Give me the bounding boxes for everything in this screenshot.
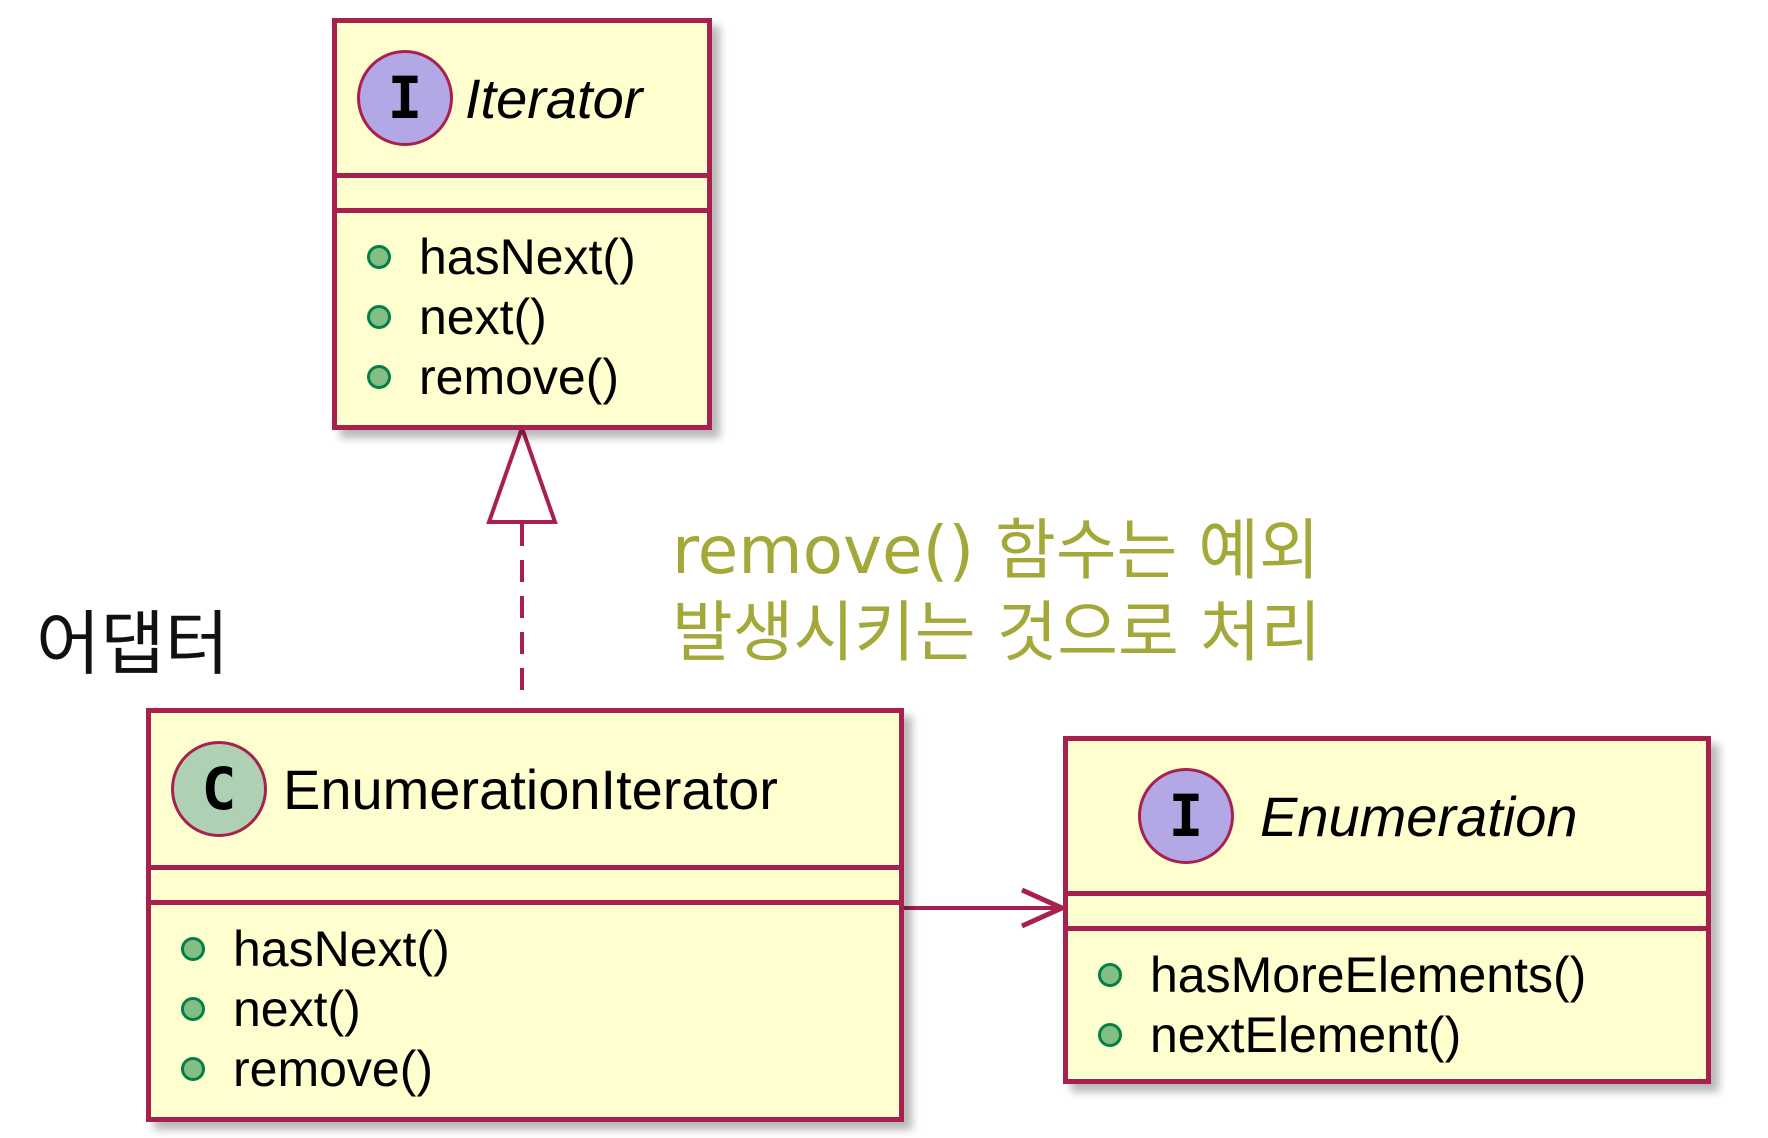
iterator-name: Iterator	[465, 66, 643, 130]
enumeration-iterator-divider-top	[151, 865, 899, 870]
enumeration-header: I Enumeration	[1068, 741, 1706, 891]
method-name: remove()	[233, 1041, 434, 1097]
enumeration-iterator-method-list: hasNext() next() remove()	[151, 905, 899, 1099]
method-name: hasNext()	[419, 229, 636, 285]
public-visibility-icon	[1098, 1023, 1122, 1047]
method-item: remove()	[367, 347, 707, 407]
class-badge-icon: C	[171, 741, 267, 837]
interface-badge-icon: I	[357, 50, 453, 146]
iterator-header: I Iterator	[337, 23, 707, 173]
enumeration-iterator-fields	[151, 870, 899, 900]
public-visibility-icon	[367, 365, 391, 389]
public-visibility-icon	[181, 937, 205, 961]
method-item: hasNext()	[367, 227, 707, 287]
method-name: nextElement()	[1150, 1007, 1462, 1063]
enumeration-iterator-divider-bottom	[151, 900, 899, 905]
public-visibility-icon	[1098, 963, 1122, 987]
iterator-interface-box[interactable]: I Iterator hasNext() next() remove()	[332, 18, 712, 430]
iterator-fields	[337, 178, 707, 208]
method-item: hasMoreElements()	[1098, 945, 1706, 1005]
method-name: hasNext()	[233, 921, 450, 977]
note-line-1: remove() 함수는 예외	[672, 512, 1320, 589]
public-visibility-icon	[367, 305, 391, 329]
enumeration-divider-top	[1068, 891, 1706, 896]
method-item: remove()	[181, 1039, 899, 1099]
adapter-label: 어댑터	[36, 603, 230, 685]
remove-exception-note: remove() 함수는 예외 발생시키는 것으로 처리	[672, 510, 1321, 674]
interface-badge-icon: I	[1138, 768, 1234, 864]
iterator-method-list: hasNext() next() remove()	[337, 213, 707, 407]
realization-arrowhead	[486, 421, 558, 524]
note-line-2: 발생시키는 것으로 처리	[672, 594, 1322, 671]
method-name: next()	[419, 289, 547, 345]
iterator-divider-bottom	[337, 208, 707, 213]
method-item: next()	[367, 287, 707, 347]
method-name: hasMoreElements()	[1150, 947, 1587, 1003]
enumeration-method-list: hasMoreElements() nextElement()	[1068, 931, 1706, 1065]
enumeration-iterator-name: EnumerationIterator	[283, 757, 778, 821]
iterator-divider-top	[337, 173, 707, 178]
enumeration-iterator-class-box[interactable]: C EnumerationIterator hasNext() next() r…	[146, 708, 904, 1122]
enumeration-name: Enumeration	[1260, 784, 1578, 848]
method-name: remove()	[419, 349, 620, 405]
method-item: next()	[181, 979, 899, 1039]
method-item: hasNext()	[181, 919, 899, 979]
public-visibility-icon	[181, 997, 205, 1021]
public-visibility-icon	[367, 245, 391, 269]
public-visibility-icon	[181, 1057, 205, 1081]
association-arrowhead	[1020, 887, 1065, 929]
enumeration-interface-box[interactable]: I Enumeration hasMoreElements() nextElem…	[1063, 736, 1711, 1084]
method-item: nextElement()	[1098, 1005, 1706, 1065]
enumeration-divider-bottom	[1068, 926, 1706, 931]
method-name: next()	[233, 981, 361, 1037]
enumeration-fields	[1068, 896, 1706, 926]
enumeration-iterator-header: C EnumerationIterator	[151, 713, 899, 865]
